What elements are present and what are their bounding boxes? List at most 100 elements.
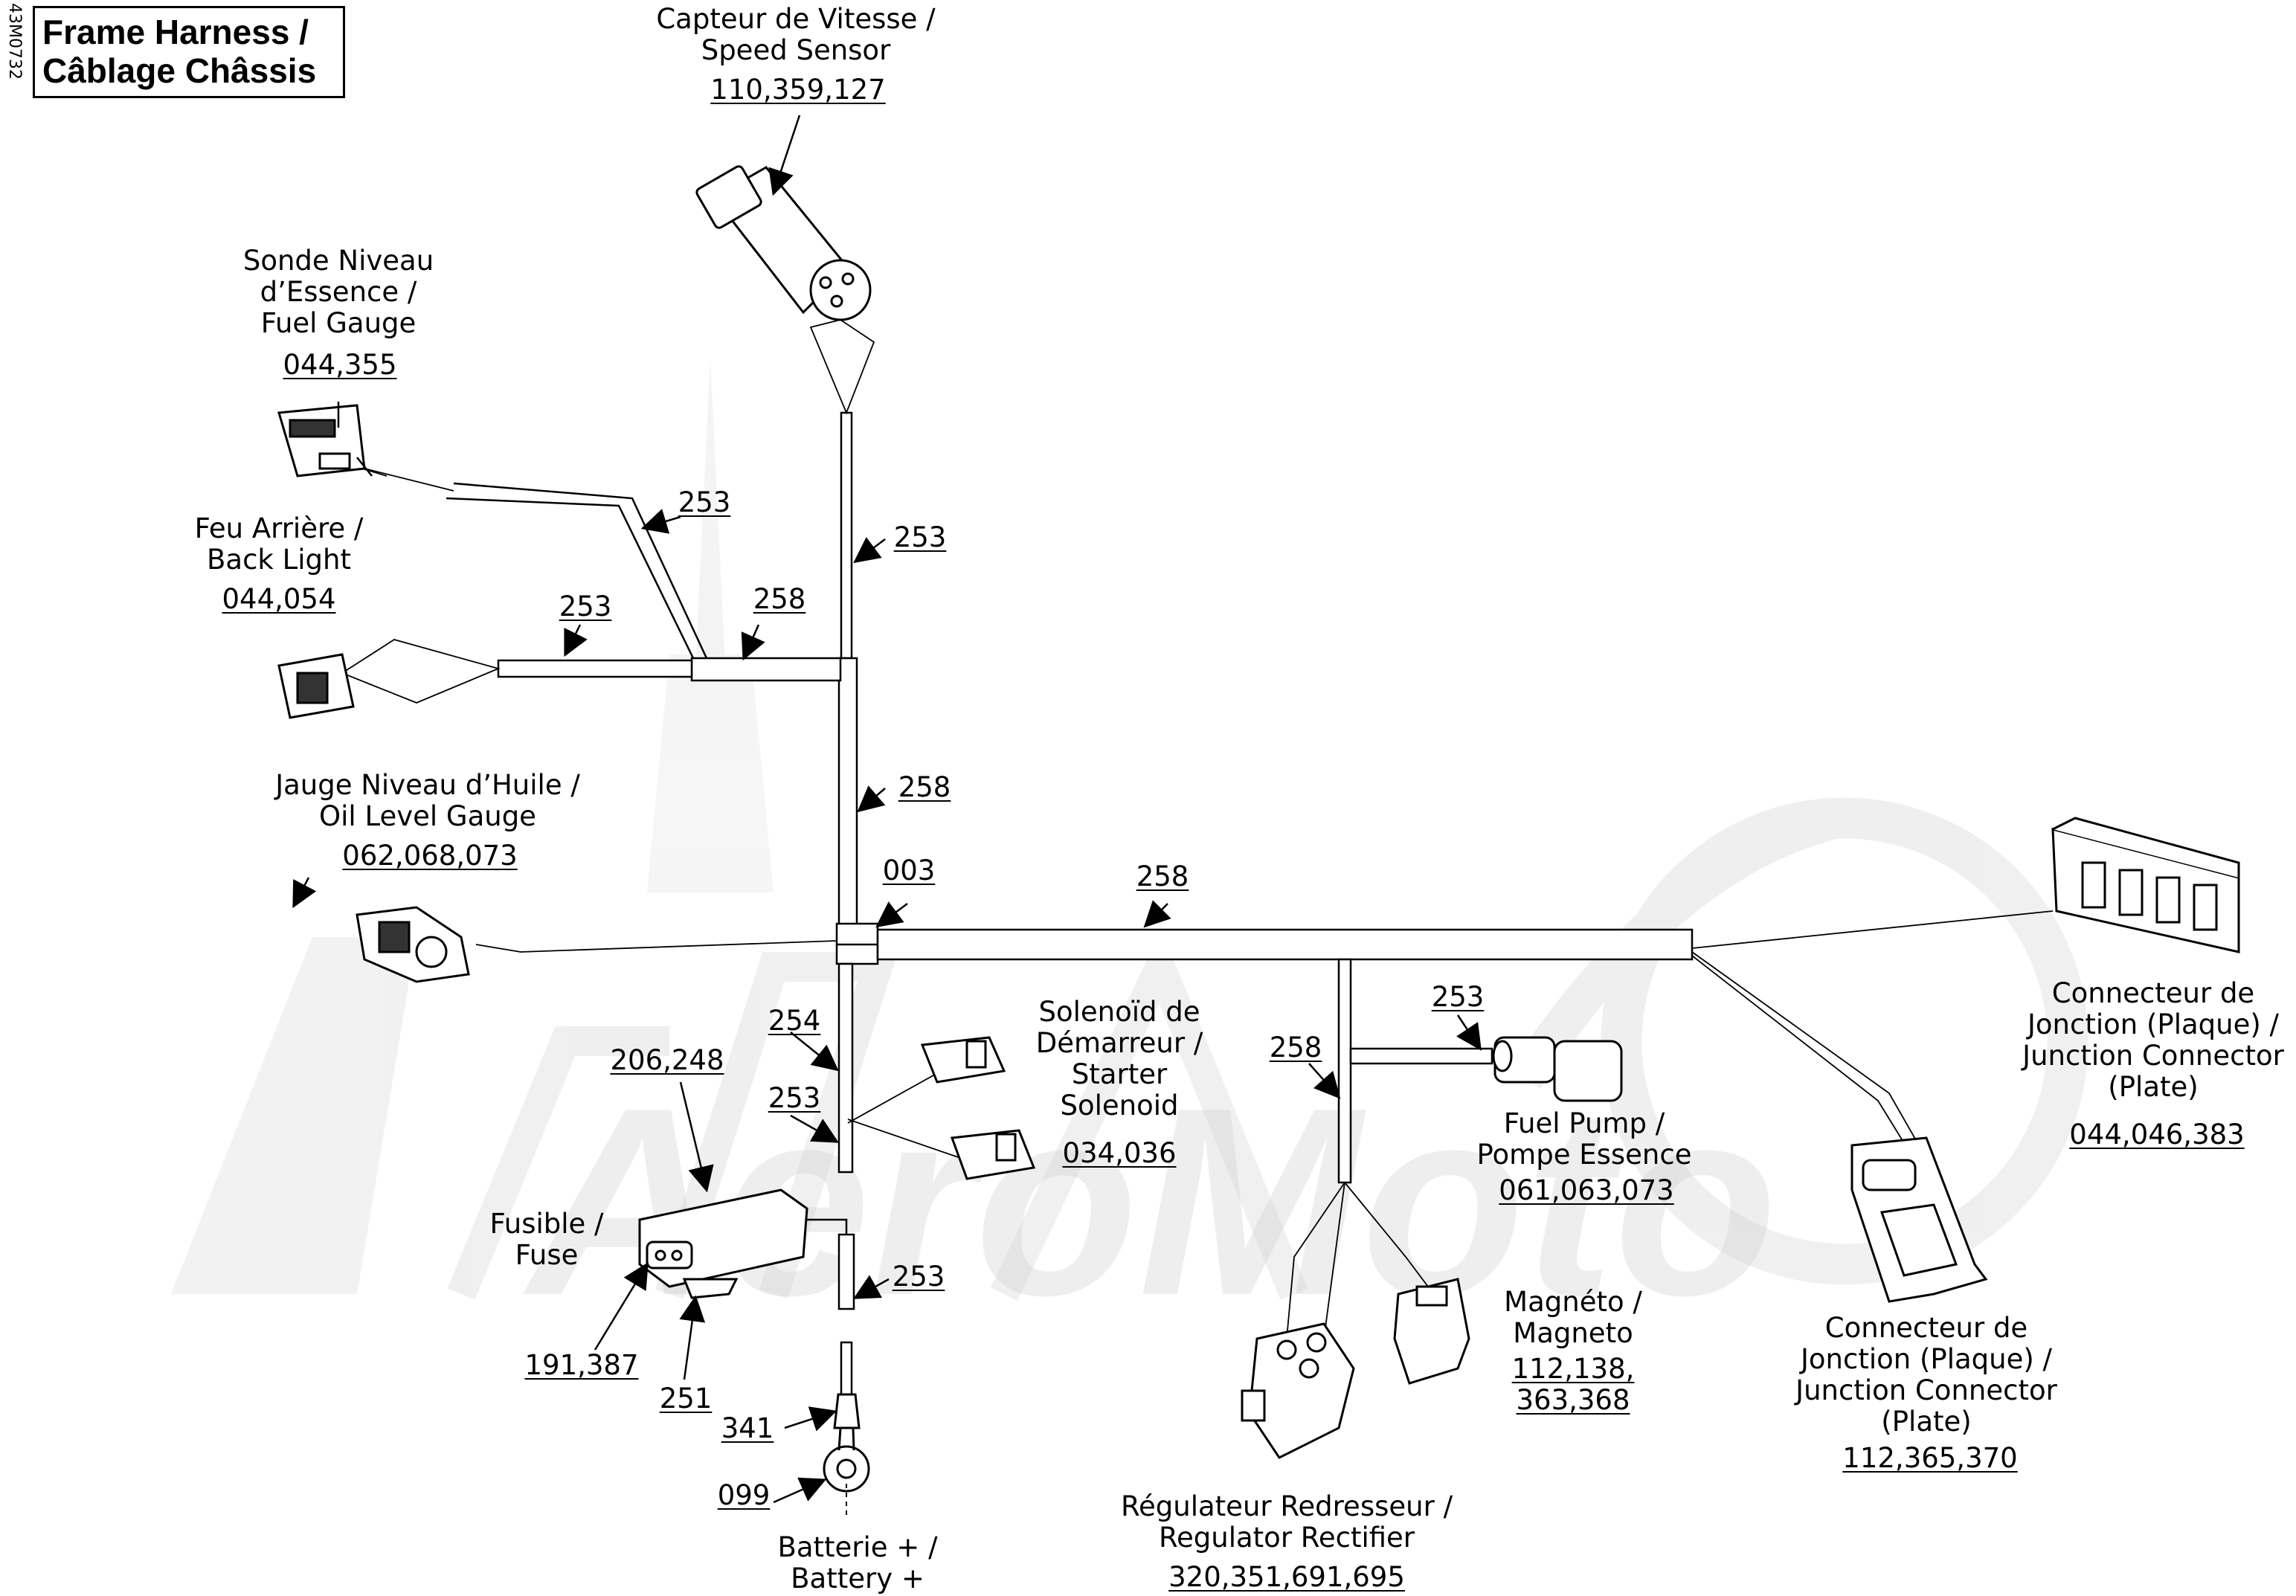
battery-ring-terminal xyxy=(823,1393,870,1517)
fuel-pump-connector xyxy=(1492,1036,1623,1102)
junction-connector-bottom-name-1: Connecteur de xyxy=(1824,1312,2028,1344)
callout-258-vertical: 258 xyxy=(898,771,951,803)
regulator-rectifier-parts: 320,351,691,695 xyxy=(1168,1561,1405,1593)
regulator-rectifier-label: Régulateur Redresseur / Regulator Rectif… xyxy=(1121,1491,1453,1554)
diagram-title: Frame Harness / Câblage Châssis xyxy=(33,6,345,98)
fuse-parts-top: 206,248 xyxy=(610,1044,724,1076)
leader-arrows xyxy=(292,115,1482,1504)
callout-253-solenoid: 253 xyxy=(768,1082,821,1114)
pump-branch-258 xyxy=(1337,958,1352,1184)
back-light-label: Feu Arrière / Back Light xyxy=(195,513,364,576)
callout-258-main: 258 xyxy=(1136,860,1189,892)
junction-connector-bottom-name-3: Junction Connector xyxy=(1795,1374,2057,1406)
callout-253-vertical: 253 xyxy=(893,521,947,553)
regulator-rectifier-connector xyxy=(1241,1322,1355,1459)
magneto-name-1: Magnéto / xyxy=(1504,1286,1642,1318)
fuse-name-2: Fuse xyxy=(515,1239,579,1271)
fuel-gauge-name-2: d’Essence / xyxy=(260,276,417,308)
starter-solenoid-name-1: Solenoïd de xyxy=(1038,996,1200,1028)
junction-connector-bottom xyxy=(1850,1136,1988,1303)
fuse-parts-bottom: 191,387 xyxy=(524,1349,639,1381)
junction-connector-bottom-parts: 112,365,370 xyxy=(1842,1442,2018,1474)
callout-253-battery: 253 xyxy=(892,1261,945,1293)
junction-connector-top-name-3: Junction Connector xyxy=(2022,1040,2284,1072)
fuel-gauge-name-3: Fuel Gauge xyxy=(260,307,417,339)
speed-sensor-name-2: Speed Sensor xyxy=(701,34,891,66)
junction-connector-bottom-name-2: Jonction (Plaque) / xyxy=(1800,1343,2053,1375)
fuse-name-1: Fusible / xyxy=(489,1208,604,1240)
starter-solenoid-name-3: Starter xyxy=(1071,1058,1168,1090)
junction-connector-top-label: Connecteur de Jonction (Plaque) / Juncti… xyxy=(2022,978,2284,1103)
junction-connector-top-name-1: Connecteur de xyxy=(2051,977,2255,1009)
callout-254: 254 xyxy=(768,1005,821,1037)
battery-terminal-cover-part: 341 xyxy=(721,1412,774,1444)
main-branch-258 xyxy=(876,928,1694,961)
junction-connector-top-name-4: (Plate) xyxy=(2108,1071,2199,1103)
fuse-holder xyxy=(638,1188,808,1299)
oil-level-gauge-name-1: Jauge Niveau d’Huile / xyxy=(275,769,580,801)
fuel-pump-name-2: Pompe Essence xyxy=(1476,1139,1692,1171)
harness-wires xyxy=(341,319,2054,1396)
back-light-connector xyxy=(277,653,355,719)
speed-sensor-name-1: Capteur de Vitesse / xyxy=(656,3,936,35)
battery-name-1: Batterie + / xyxy=(777,1531,938,1563)
battery-wire-253 xyxy=(837,1233,855,1310)
junction-connector-top xyxy=(2051,817,2240,953)
fuel-pump-parts: 061,063,073 xyxy=(1499,1174,1674,1206)
fuel-pump-wire xyxy=(1349,1047,1493,1065)
junction-connector-top-name-2: Jonction (Plaque) / xyxy=(2027,1008,2280,1040)
back-light-branch xyxy=(497,659,693,678)
starter-solenoid-name-4: Solenoid xyxy=(1060,1090,1179,1122)
fuel-gauge-name-1: Sonde Niveau xyxy=(242,245,434,277)
title-line-1: Frame Harness / xyxy=(42,13,309,51)
magneto-label: Magnéto / Magneto xyxy=(1504,1287,1642,1349)
watermark-logo xyxy=(171,357,2088,1301)
oil-level-gauge-name-2: Oil Level Gauge xyxy=(319,800,536,832)
fuel-gauge-parts: 044,355 xyxy=(283,349,397,381)
speed-sensor-connector xyxy=(695,165,872,321)
callout-253-back-light: 253 xyxy=(559,591,612,622)
magneto-name-2: Magneto xyxy=(1513,1317,1633,1349)
back-light-parts: 044,054 xyxy=(222,583,336,615)
callout-253-fuel-gauge: 253 xyxy=(678,486,731,518)
vertical-trunk-lower xyxy=(837,962,854,1174)
back-light-name-2: Back Light xyxy=(207,544,351,576)
callout-258-pump-branch: 258 xyxy=(1269,1032,1322,1064)
starter-solenoid-connectors xyxy=(920,1036,1036,1180)
speed-sensor-label: Capteur de Vitesse / Speed Sensor xyxy=(656,4,935,66)
callout-258-upper: 258 xyxy=(753,583,806,615)
callout-253-fuel-pump: 253 xyxy=(1431,981,1485,1013)
battery-ring-terminal-part: 099 xyxy=(717,1479,771,1511)
vertical-trunk-mid xyxy=(837,657,858,939)
upper-left-branch-258 xyxy=(690,657,842,682)
vertical-trunk-upper xyxy=(840,411,853,660)
speed-sensor-parts: 110,359,127 xyxy=(710,74,886,106)
fuse-label: Fusible / Fuse xyxy=(489,1209,603,1271)
battery-terminal-sleeve xyxy=(840,1341,853,1396)
fuel-gauge-label: Sonde Niveau d’Essence / Fuel Gauge xyxy=(243,245,434,339)
magneto-parts-2: 363,368 xyxy=(1516,1384,1630,1416)
starter-solenoid-label: Solenoïd de Démarreur / Starter Solenoid xyxy=(1036,997,1203,1122)
regulator-rectifier-name-1: Régulateur Redresseur / xyxy=(1120,1490,1453,1522)
fuel-gauge-connector xyxy=(277,404,366,477)
fuel-pump-name-1: Fuel Pump / xyxy=(1503,1107,1665,1139)
oil-level-gauge-parts: 062,068,073 xyxy=(342,840,518,872)
fuel-pump-label: Fuel Pump / Pompe Essence xyxy=(1477,1108,1692,1171)
oil-level-gauge-label: Jauge Niveau d’Huile / Oil Level Gauge xyxy=(275,770,580,832)
oil-level-gauge-connector xyxy=(356,906,470,983)
magneto-parts-1: 112,138, xyxy=(1511,1353,1635,1385)
magneto-connector xyxy=(1393,1278,1470,1385)
battery-name-2: Battery + xyxy=(791,1563,924,1595)
battery-label: Batterie + / Battery + xyxy=(777,1532,937,1595)
regulator-rectifier-name-2: Regulator Rectifier xyxy=(1158,1522,1415,1554)
title-line-2: Câblage Châssis xyxy=(42,51,317,90)
fuse-clip-part: 251 xyxy=(659,1383,713,1415)
junction-connector-bottom-label: Connecteur de Jonction (Plaque) / Juncti… xyxy=(1795,1313,2057,1438)
fuel-gauge-branch xyxy=(453,482,708,659)
starter-solenoid-parts: 034,036 xyxy=(1062,1137,1177,1169)
junction-connector-bottom-name-4: (Plate) xyxy=(1881,1406,1972,1438)
junction-connector-top-parts: 044,046,383 xyxy=(2069,1119,2245,1151)
starter-solenoid-name-2: Démarreur / xyxy=(1035,1027,1203,1059)
